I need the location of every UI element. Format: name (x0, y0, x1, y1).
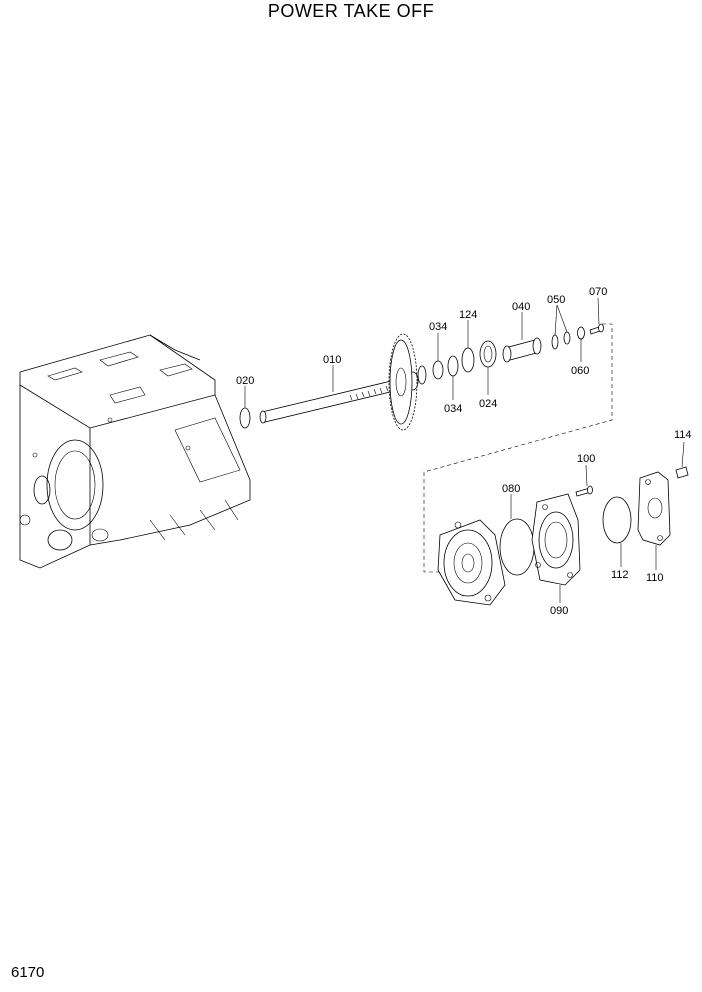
screw-070 (589, 323, 604, 335)
page-number: 6170 (11, 964, 45, 981)
snap-ring-020 (239, 407, 251, 429)
ring-034b (447, 355, 459, 377)
label-112: 112 (611, 569, 629, 581)
gasket-112 (602, 496, 632, 544)
label-080: 080 (502, 483, 520, 495)
ring-124 (461, 347, 475, 373)
label-034-lower: 034 (444, 403, 462, 415)
label-070: 070 (589, 286, 607, 298)
label-034-upper: 034 (429, 321, 447, 333)
label-010: 010 (323, 354, 341, 366)
label-124: 124 (459, 309, 477, 321)
gear (388, 333, 427, 431)
cover-plate-110 (637, 471, 671, 546)
label-090: 090 (550, 605, 568, 617)
label-050: 050 (547, 294, 565, 306)
o-ring-080 (499, 518, 535, 576)
label-024: 024 (479, 398, 497, 410)
plug-114 (675, 466, 689, 479)
pto-housing (437, 519, 506, 606)
cover-090 (531, 493, 581, 586)
label-110: 110 (646, 572, 664, 584)
label-114: 114 (674, 429, 692, 441)
o-rings-050 (551, 331, 571, 350)
label-020: 020 (236, 375, 254, 387)
page-title: POWER TAKE OFF (267, 1, 435, 21)
transmission-housing (19, 334, 251, 569)
bearing-024 (479, 340, 497, 368)
bolt-100 (575, 485, 593, 497)
label-040: 040 (512, 301, 530, 313)
ring-034a (432, 360, 444, 380)
label-100: 100 (577, 453, 595, 465)
sleeve-040 (502, 337, 542, 363)
label-060: 060 (571, 365, 589, 377)
leader-lines (244, 297, 685, 603)
assembly-guide-line (423, 323, 613, 573)
part-060 (577, 326, 585, 340)
